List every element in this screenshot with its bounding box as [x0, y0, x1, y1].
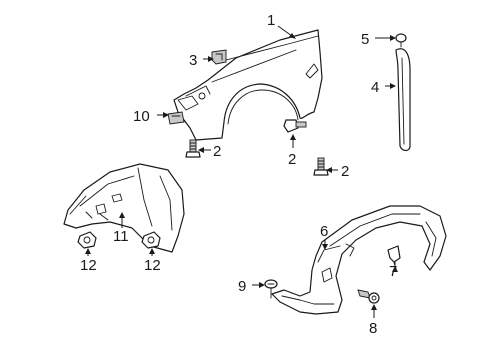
callout-4: 4	[371, 79, 379, 96]
callout-12-left: 12	[80, 257, 97, 274]
callout-1: 1	[267, 12, 275, 29]
callout-2-upper-bolt: 2	[213, 143, 221, 160]
callout-3: 3	[189, 52, 197, 69]
leaders	[85, 25, 398, 318]
liner-11	[63, 163, 185, 253]
callout-labels: 1 3 10 2 2 2 5 4 11 12 12 6 7 9 8	[80, 12, 397, 337]
liner-6	[271, 205, 447, 315]
callout-10: 10	[133, 108, 150, 125]
callout-5: 5	[361, 31, 369, 48]
bolt-2c	[313, 157, 329, 176]
callout-11: 11	[113, 228, 129, 245]
clip-5	[395, 33, 407, 48]
callout-8: 8	[369, 320, 377, 337]
callout-2-center-bolt: 2	[288, 151, 296, 168]
bolt-2a	[185, 139, 201, 158]
callout-12-right: 12	[144, 257, 161, 274]
bolt-2b	[283, 119, 307, 133]
fender	[173, 29, 323, 141]
screw-8	[357, 289, 380, 304]
screw-9	[264, 279, 278, 299]
nut-12b	[141, 231, 161, 249]
clip-10	[167, 111, 185, 125]
callout-6: 6	[320, 223, 328, 240]
callout-9: 9	[238, 278, 246, 295]
clip-7	[387, 245, 401, 271]
nut-12a	[77, 231, 97, 249]
callout-2-right-bolt: 2	[341, 163, 349, 180]
molding-4	[395, 48, 411, 152]
bracket-3	[211, 49, 227, 65]
callout-7: 7	[389, 263, 397, 280]
